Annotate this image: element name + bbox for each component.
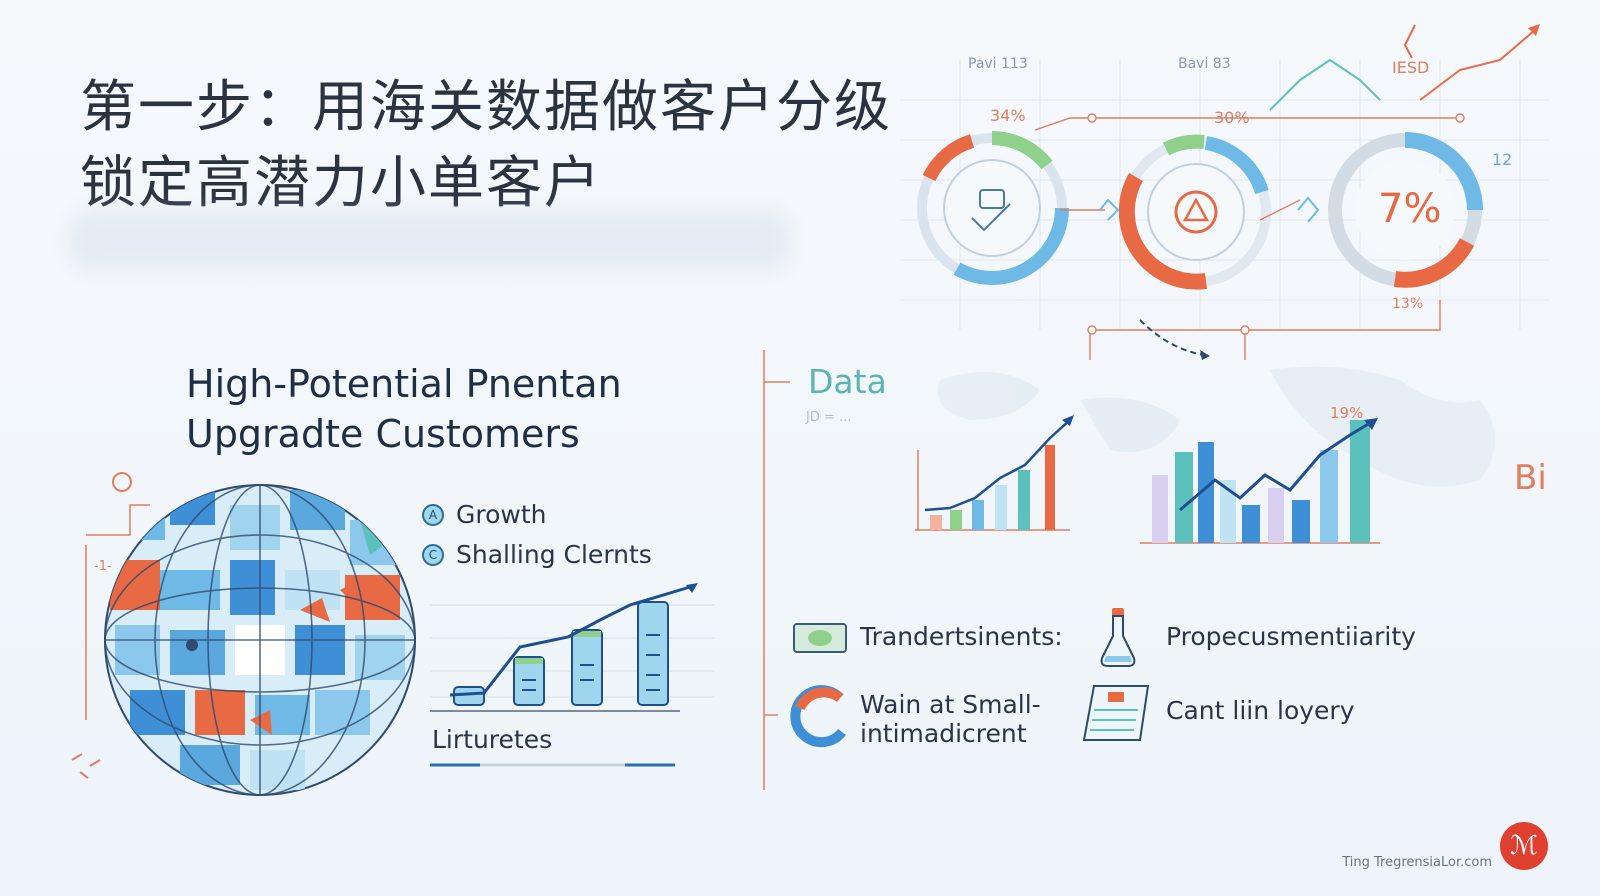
ring-extra-label-2: 13% — [1392, 296, 1424, 312]
data-chart-right — [1140, 418, 1380, 544]
data-map-charts — [915, 366, 1495, 544]
feature-label-4: Cant liin loyery — [1166, 696, 1355, 725]
legend-item-clients: C Shalling Clernts — [422, 540, 652, 569]
ring-icon — [790, 685, 846, 748]
kpi-rings-diagram — [900, 24, 1550, 360]
title-shadow-decoration — [70, 210, 790, 270]
section-divider — [763, 350, 790, 790]
flask-icon — [1100, 608, 1136, 667]
globe-illustration: -1- — [71, 472, 416, 796]
legend-label-growth: Growth — [456, 500, 547, 529]
footer-credit: Ting TregrensiaLor.com — [1342, 855, 1492, 870]
slide-title-line-2: 锁定高潜力小单客户 — [80, 151, 602, 216]
slide-title-line-1: 第一步：用海关数据做客户分级 — [80, 75, 892, 140]
legend-c-icon: C — [422, 543, 444, 566]
feature-label-3-line-2: intimadicrent — [860, 719, 1027, 748]
top-label-2: Bavi 83 — [1178, 56, 1231, 72]
feature-label-2: Propecusmentiiarity — [1166, 622, 1416, 651]
growth-trend-line — [449, 585, 691, 697]
document-icon — [1082, 685, 1150, 741]
chart-caption: Lirturetes — [432, 725, 553, 754]
small-circle-marker — [112, 472, 132, 492]
data-chart-left — [915, 415, 1074, 531]
ring-2 — [1118, 134, 1271, 290]
brand-logo: ℳ — [1500, 822, 1548, 870]
ring-1 — [917, 131, 1069, 285]
feature-label-1: Trandertsinents: — [860, 622, 1063, 651]
ring-2-value: 30% — [1214, 108, 1250, 127]
legend-label-clients: Shalling Clernts — [456, 540, 652, 569]
data-panel-percent: 19% — [1330, 404, 1364, 422]
data-panel-label: Data — [808, 362, 887, 401]
bar-4 — [637, 601, 669, 706]
bar-3 — [571, 629, 603, 706]
ring-3-value: 7% — [1378, 186, 1442, 232]
legend-a-icon: A — [422, 503, 444, 526]
top-label-3: IESD — [1392, 58, 1430, 77]
money-icon — [793, 623, 847, 653]
ring-3 — [1328, 132, 1483, 288]
ring-1-value: 34% — [990, 106, 1026, 125]
ring-extra-label-1: 12 — [1492, 150, 1513, 169]
data-panel-side-label: Bi — [1514, 458, 1547, 498]
data-panel-sublabel: JD = ... — [806, 410, 852, 425]
top-label-1: Pavi 113 — [968, 56, 1028, 72]
feature-label-3-line-1: Wain at Small- — [860, 690, 1041, 719]
legend-item-growth: A Growth — [422, 500, 547, 529]
svg-text:-1-: -1- — [94, 559, 112, 574]
section-subtitle-line-2: Upgradte Customers — [186, 412, 580, 456]
growth-bar-chart — [430, 583, 715, 767]
section-subtitle-line-1: High-Potential Pnentan — [186, 362, 622, 406]
